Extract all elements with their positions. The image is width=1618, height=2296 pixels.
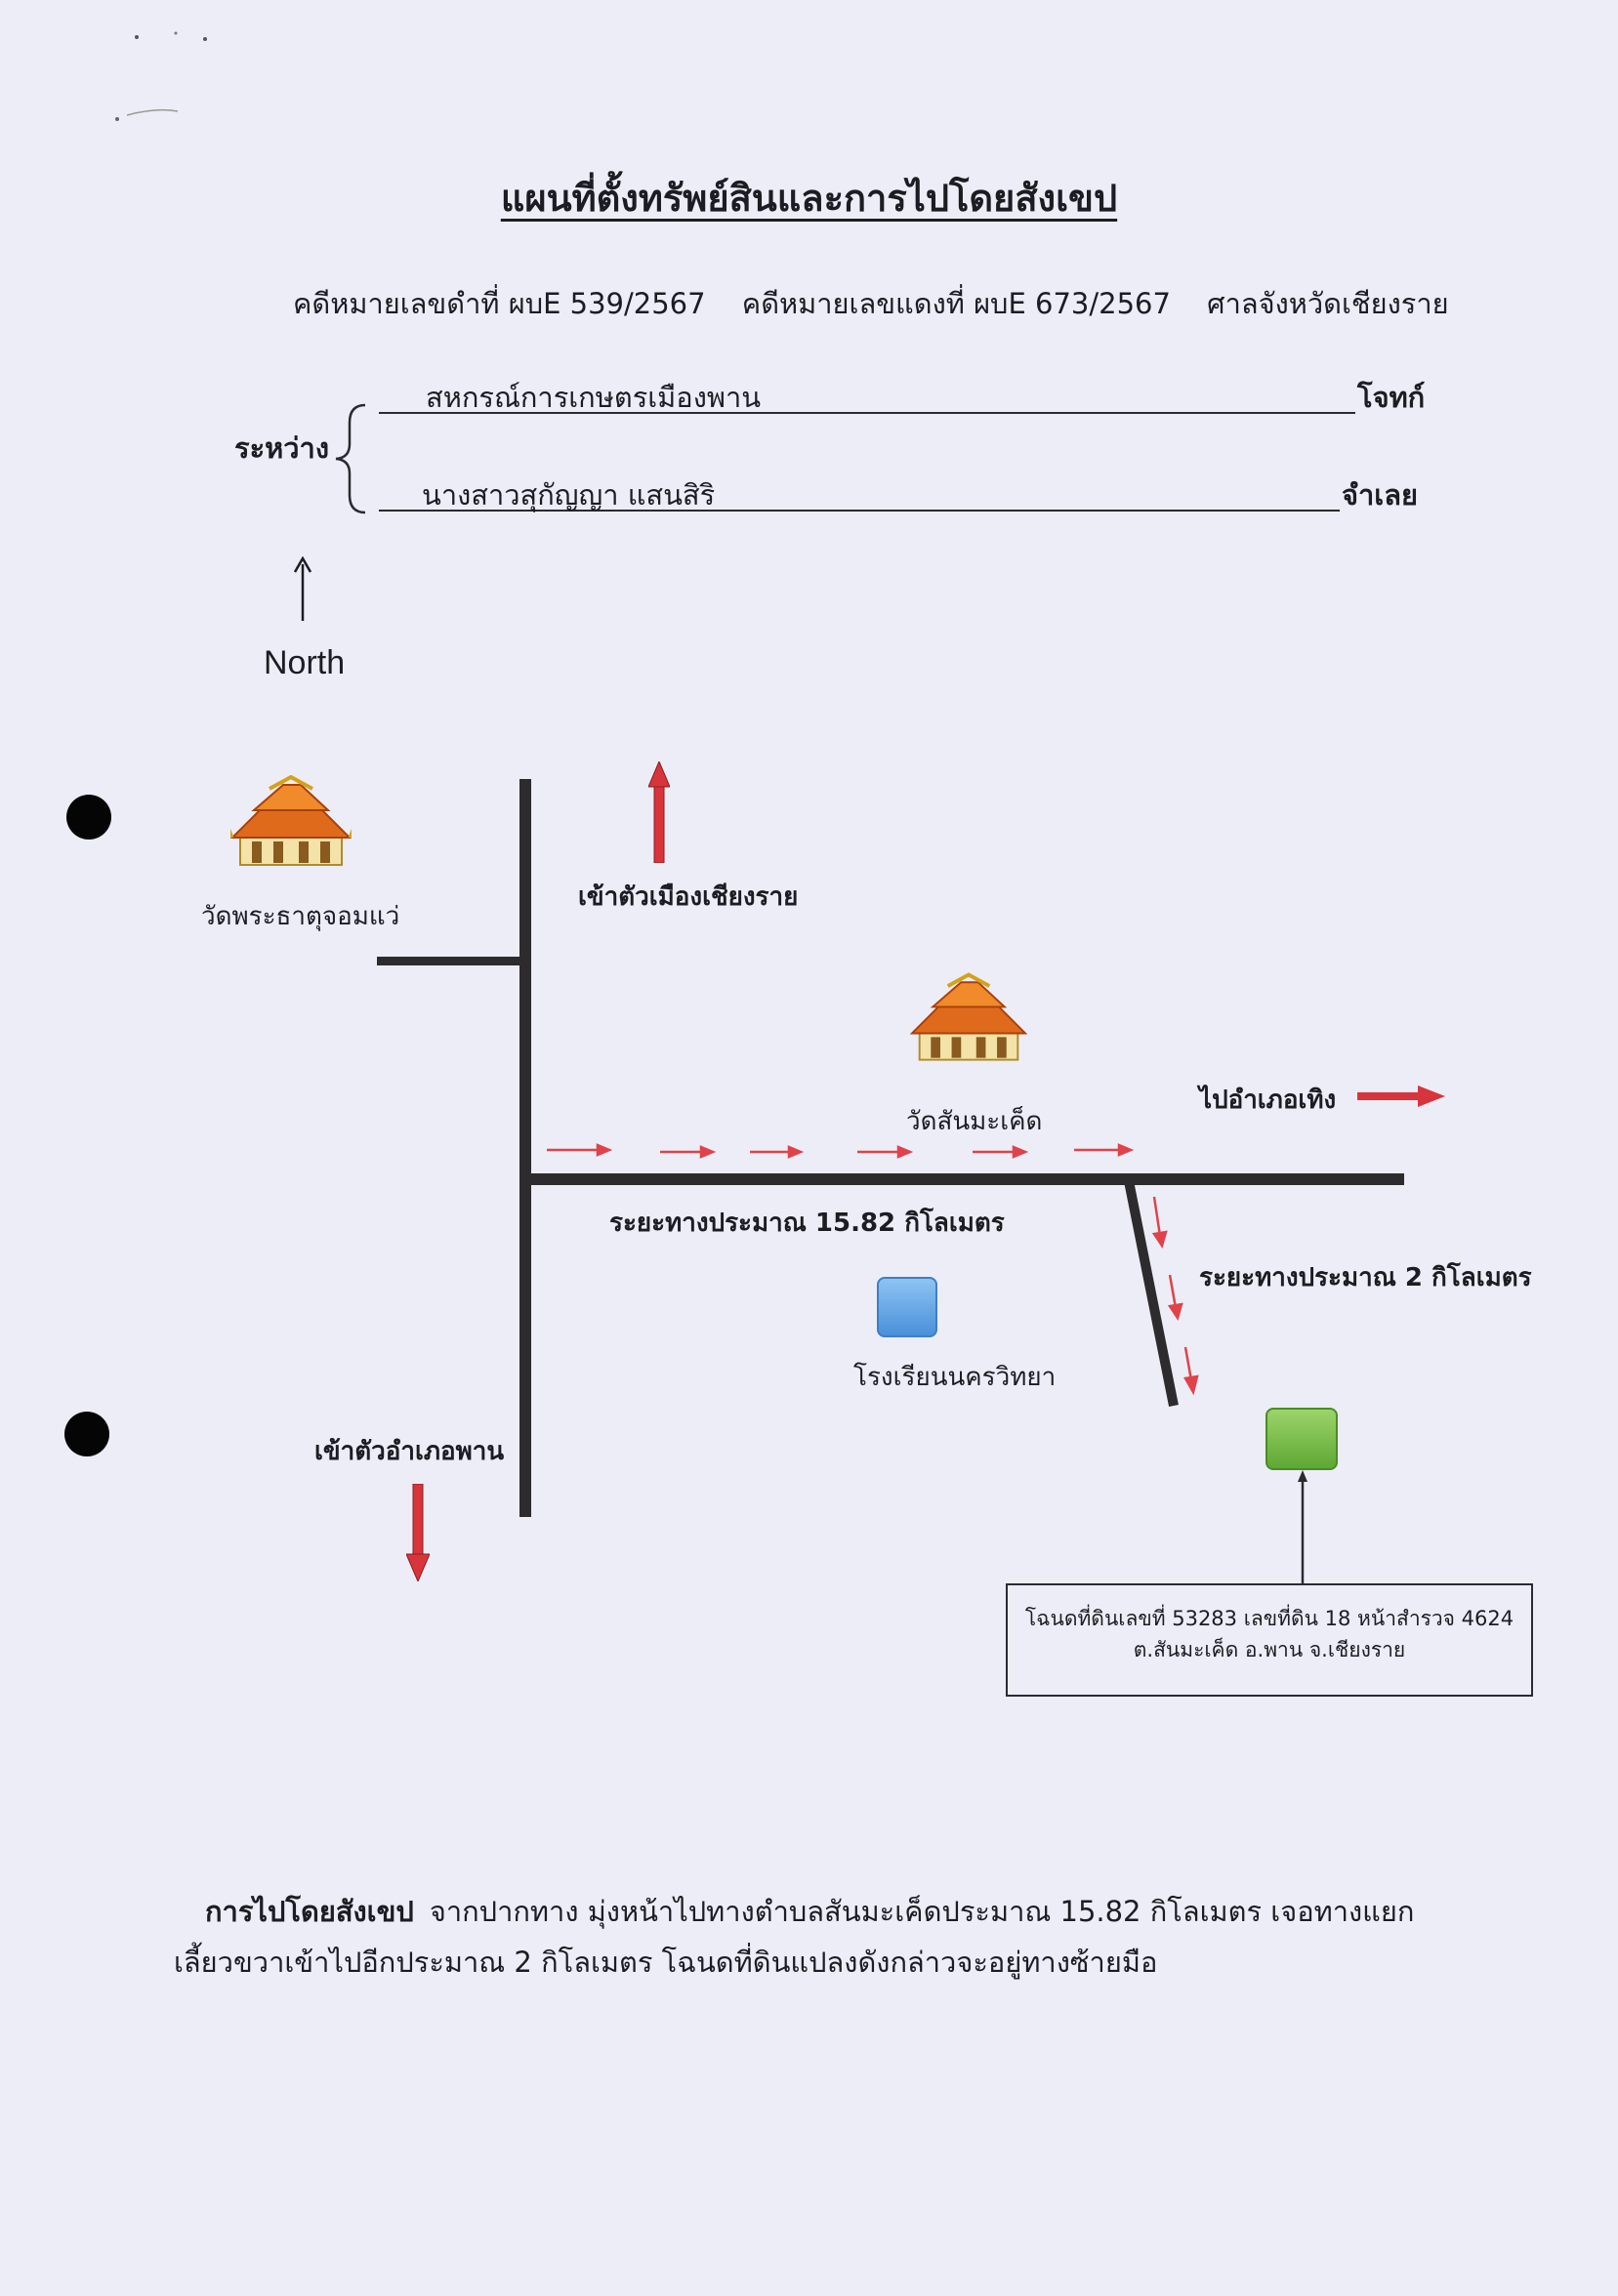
branch-road xyxy=(1124,1180,1179,1407)
summary-lead: การไปโดยสังเขป xyxy=(205,1895,414,1928)
north-arrow-icon xyxy=(293,556,312,621)
school-marker-icon xyxy=(877,1277,937,1337)
defendant-name: นางสาวสุกัญญา แสนสิริ xyxy=(422,478,716,512)
temple2-label: วัดสันมะเค็ด xyxy=(906,1107,1043,1136)
temple1-label: วัดพระธาตุจอมแว่ xyxy=(201,902,400,931)
road-to-thoeng xyxy=(527,1173,1404,1185)
route-arrows-east xyxy=(547,1143,1135,1159)
scan-specks xyxy=(115,31,207,121)
deed-line1: โฉนดที่ดินเลขที่ 53283 เลขที่ดิน 18 หน้า… xyxy=(1024,1607,1514,1630)
summary-text: จากปากทาง มุ่งหน้าไปทางตำบลสันมะเค็ดประม… xyxy=(174,1895,1415,1979)
side-road-west xyxy=(377,957,523,965)
temple-icon xyxy=(230,775,352,866)
binder-hole xyxy=(64,1412,109,1456)
arrow-up-icon xyxy=(648,761,670,863)
north-label: North xyxy=(264,644,346,681)
defendant-role: จำเลย xyxy=(1342,478,1418,512)
plaintiff-role: โจทก์ xyxy=(1357,381,1426,414)
distance2-label: ระยะทางประมาณ 2 กิโลเมตร xyxy=(1199,1263,1532,1292)
land-marker-icon xyxy=(1265,1408,1338,1470)
case-info: คดีหมายเลขดำที่ ผบE 539/2567 คดีหมายเลขแ… xyxy=(293,281,1476,326)
arrow-right-icon xyxy=(1357,1086,1445,1107)
court-name: ศาลจังหวัดเชียงราย xyxy=(1207,287,1449,320)
binder-hole xyxy=(66,795,111,840)
main-road-vertical xyxy=(519,779,531,1517)
callout-pointer xyxy=(1298,1470,1307,1585)
distance1-label: ระยะทางประมาณ 15.82 กิโลเมตร xyxy=(609,1209,1005,1238)
to-thoeng-label: ไปอำเภอเทิง xyxy=(1199,1086,1337,1115)
route-summary: การไปโดยสังเขปจากปากทาง มุ่งหน้าไปทางตำบ… xyxy=(174,1886,1473,1988)
curly-brace-icon xyxy=(335,403,366,514)
school-label: โรงเรียนนครวิทยา xyxy=(853,1363,1057,1392)
temple-icon xyxy=(910,972,1027,1061)
route-arrows-south xyxy=(1151,1196,1199,1396)
red-case-number: คดีหมายเลขแดงที่ ผบE 673/2567 xyxy=(741,287,1171,320)
to-phan-label: เข้าตัวอำเภอพาน xyxy=(314,1437,505,1466)
black-case-number: คดีหมายเลขดำที่ ผบE 539/2567 xyxy=(293,287,706,320)
deed-line2: ต.สันมะเค็ด อ.พาน จ.เชียงราย xyxy=(1133,1638,1406,1661)
plaintiff-line: สหกรณ์การเกษตรเมืองพาน xyxy=(379,375,1355,414)
defendant-line: นางสาวสุกัญญา แสนสิริ xyxy=(379,472,1340,512)
page-title: แผนที่ตั้งทรัพย์สินและการไปโดยสังเขป xyxy=(500,177,1118,220)
to-chiangrai-label: เข้าตัวเมืองเชียงราย xyxy=(578,882,799,912)
plaintiff-name: สหกรณ์การเกษตรเมืองพาน xyxy=(426,381,762,414)
deed-callout: โฉนดที่ดินเลขที่ 53283 เลขที่ดิน 18 หน้า… xyxy=(1006,1583,1533,1697)
arrow-down-icon xyxy=(406,1484,430,1581)
between-label: ระหว่าง xyxy=(234,431,329,465)
